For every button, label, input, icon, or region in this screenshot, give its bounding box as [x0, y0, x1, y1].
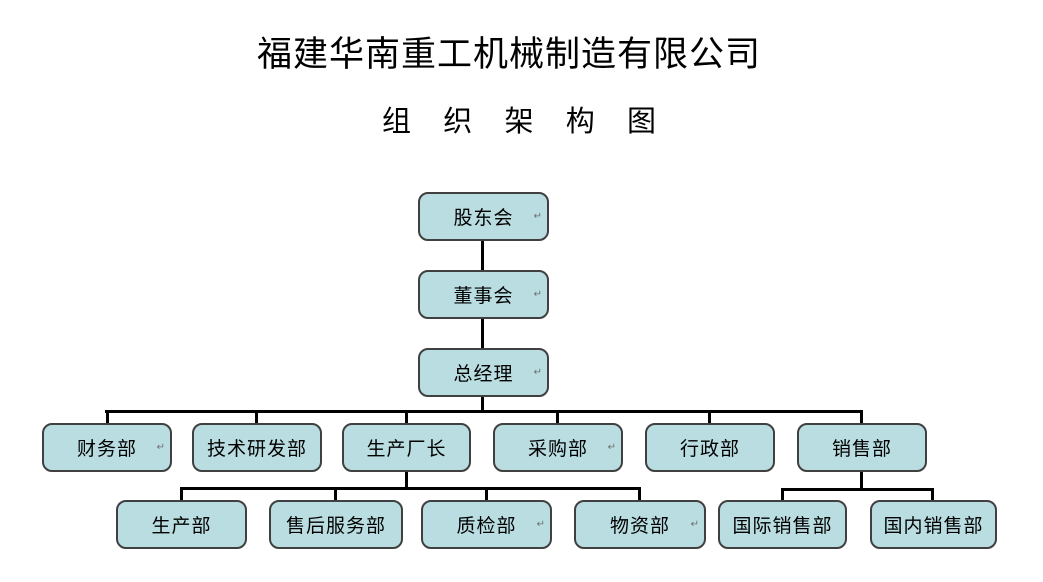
org-node-label: 质检部: [456, 516, 517, 537]
org-node-label: 国内销售部: [883, 516, 984, 537]
paragraph-mark-icon: ↵: [607, 441, 616, 453]
org-node-label: 采购部: [527, 439, 588, 460]
connector-drop-domestic-sales: [931, 488, 934, 501]
connector-sales-bus: [860, 472, 863, 490]
connector-drop-rnd: [255, 410, 258, 424]
page-subtitle: 组 织 架 构 图: [381, 106, 661, 138]
connector-level4-bus: [105, 410, 863, 413]
connector-drop-sales: [860, 410, 863, 424]
org-node-tech-rnd-dept[interactable]: 技术研发部: [192, 423, 322, 472]
org-node-board-of-directors[interactable]: 董事会 ↵: [418, 270, 549, 319]
paragraph-mark-icon: ↵: [156, 441, 165, 453]
paragraph-mark-icon: ↵: [533, 210, 542, 222]
org-node-general-manager[interactable]: 总经理 ↵: [418, 348, 549, 397]
org-node-label: 总经理: [453, 364, 514, 385]
connector-drop-finance: [106, 410, 109, 424]
paragraph-mark-icon: ↵: [536, 518, 545, 530]
org-node-label: 生产部: [151, 516, 212, 537]
org-node-production-director[interactable]: 生产厂长: [342, 423, 471, 472]
connector-drop-materials: [638, 487, 641, 501]
connector-drop-production: [180, 487, 183, 501]
org-node-label: 售后服务部: [285, 516, 386, 537]
connector-drop-production-director: [405, 410, 408, 424]
paragraph-mark-icon: ↵: [690, 518, 699, 530]
org-node-label: 股东会: [453, 208, 514, 229]
org-node-label: 生产厂长: [366, 439, 447, 460]
org-node-label: 物资部: [609, 516, 670, 537]
connector-drop-qc: [485, 487, 488, 501]
org-node-after-sales-service-dept[interactable]: 售后服务部: [269, 500, 403, 549]
org-node-label: 国际销售部: [732, 516, 833, 537]
org-node-admin-dept[interactable]: 行政部: [645, 423, 775, 472]
org-node-procurement-dept[interactable]: 采购部 ↵: [493, 423, 623, 472]
page-title: 福建华南重工机械制造有限公司: [256, 35, 761, 74]
org-node-label: 董事会: [453, 286, 514, 307]
connector-drop-intl-sales: [781, 488, 784, 501]
org-node-label: 行政部: [679, 439, 740, 460]
connector-drop-procurement: [556, 410, 559, 424]
connector-production-group-bus: [180, 487, 641, 490]
connector-production-director-bus: [405, 472, 408, 489]
org-node-label: 技术研发部: [206, 439, 307, 460]
connector-board-gm: [481, 319, 484, 349]
org-node-materials-dept[interactable]: 物资部 ↵: [574, 500, 706, 549]
connector-sales-group-bus: [781, 488, 934, 491]
org-node-sales-dept[interactable]: 销售部: [797, 423, 927, 472]
connector-drop-after-sales: [334, 487, 337, 501]
org-node-label: 销售部: [831, 439, 892, 460]
paragraph-mark-icon: ↵: [533, 288, 542, 300]
connector-shareholders-board: [481, 241, 484, 271]
org-node-shareholders-meeting[interactable]: 股东会 ↵: [418, 192, 549, 241]
org-node-production-dept[interactable]: 生产部: [116, 500, 247, 549]
org-node-finance-dept[interactable]: 财务部 ↵: [42, 423, 172, 472]
connector-gm-bus: [481, 397, 484, 411]
org-node-intl-sales-dept[interactable]: 国际销售部: [718, 500, 847, 549]
org-node-quality-inspection-dept[interactable]: 质检部 ↵: [421, 500, 552, 549]
org-node-domestic-sales-dept[interactable]: 国内销售部: [870, 500, 997, 549]
connector-drop-admin: [708, 410, 711, 424]
paragraph-mark-icon: ↵: [533, 366, 542, 378]
org-node-label: 财务部: [76, 439, 137, 460]
